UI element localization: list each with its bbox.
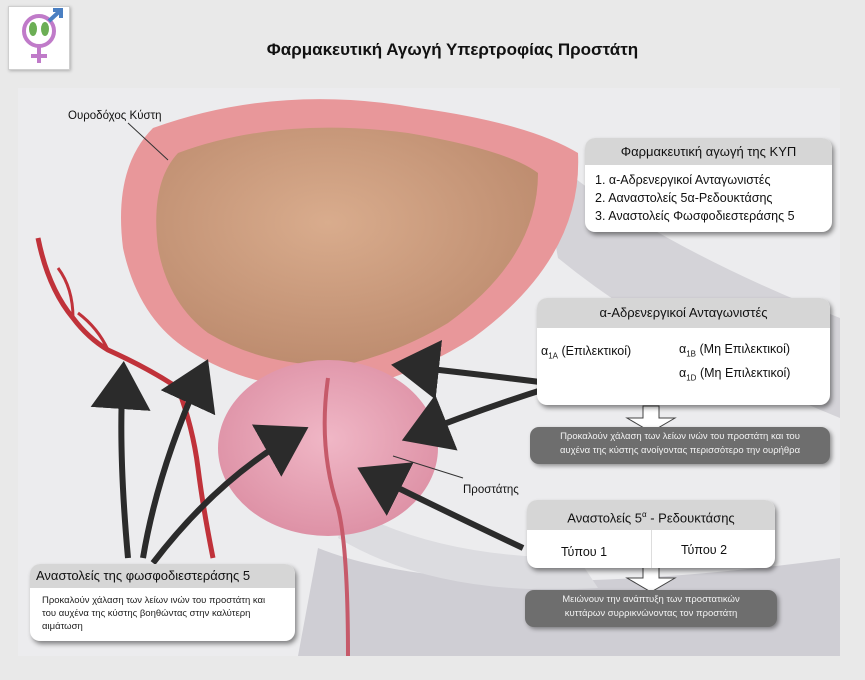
- logo: [8, 6, 70, 70]
- result-line: Μειώνουν την ανάπτυξη των προστατικών: [562, 594, 740, 605]
- pde5-header: Αναστολείς της φωσφοδιεστεράσης 5: [30, 564, 295, 588]
- reductase-box: Αναστολείς 5α - Ρεδουκτάσης Τύπου 1 Τύπο…: [527, 500, 775, 568]
- treatment-box-header: Φαρμακευτική αγωγή της ΚΥΠ: [585, 138, 832, 165]
- illustration: Ουροδόχος Κύστη Προστάτης Φαρμακευτική α…: [18, 88, 840, 656]
- alpha-1a-label: α1A (Επιλεκτικοί): [541, 344, 632, 361]
- treatment-item: 1. α-Αδρενεργικοί Ανταγωνιστές: [595, 173, 771, 187]
- result-line: Προκαλούν χάλαση των λείων ινών του προσ…: [560, 431, 800, 442]
- result-line: αυχένα της κύστης ανοίγοντας περισσότερο…: [559, 445, 801, 456]
- reductase-result: Μειώνουν την ανάπτυξη των προστατικών κυ…: [525, 590, 777, 627]
- result-line: κυττάρων συρρικνώνοντας τον προστάτη: [564, 608, 738, 619]
- treatment-box: Φαρμακευτική αγωγή της ΚΥΠ 1. α-Αδρενεργ…: [585, 138, 832, 232]
- prostate-label: Προστάτης: [463, 484, 519, 496]
- alpha-blockers-box: α-Αδρενεργικοί Ανταγωνιστές α1A (Επιλεκτ…: [537, 298, 830, 405]
- pde5-box: Αναστολείς της φωσφοδιεστεράσης 5 Προκαλ…: [30, 564, 295, 641]
- alpha-blockers-result: Προκαλούν χάλαση των λείων ινών του προσ…: [530, 427, 830, 464]
- bladder-label: Ουροδόχος Κύστη: [68, 110, 162, 122]
- treatment-item: 2. Ααναστολείς 5α-Ρεδουκτάσης: [595, 191, 773, 205]
- alpha-1b-label: α1B (Μη Επιλεκτικοί): [679, 342, 791, 359]
- type2-label: Τύπου 2: [681, 543, 728, 557]
- alpha-blockers-header: α-Αδρενεργικοί Ανταγωνιστές: [537, 298, 830, 328]
- treatment-item: 3. Αναστολείς Φωσφοδιεστεράσης 5: [595, 209, 795, 223]
- page-title: Φαρμακευτική Αγωγή Υπερτροφίας Προστάτη: [266, 40, 639, 59]
- type1-label: Τύπου 1: [561, 545, 608, 559]
- reductase-header: Αναστολείς 5α - Ρεδουκτάσης: [527, 500, 775, 530]
- gender-kidney-icon: [22, 8, 63, 63]
- pde5-text: Προκαλούν χάλαση των λείων ινών του προσ…: [42, 595, 266, 632]
- alpha-1d-label: α1D (Μη Επιλεκτικοί): [679, 366, 791, 383]
